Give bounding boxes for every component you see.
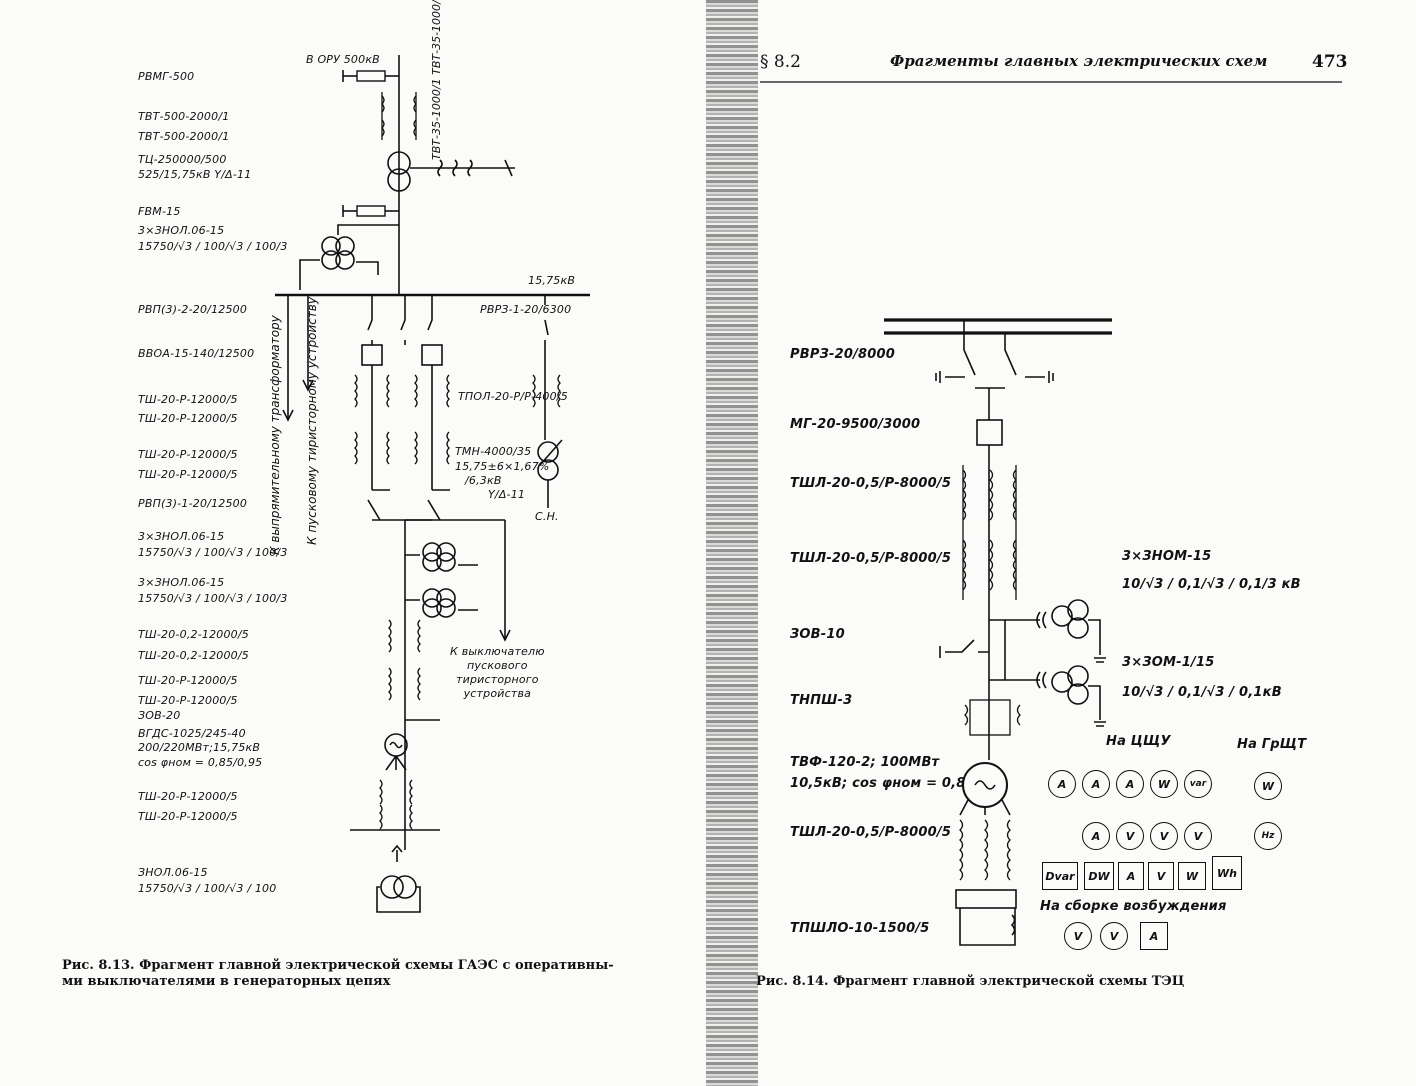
recorder-a: A [1118,862,1144,890]
label-tsh3: ТШ-20-Р-12000/5 [138,448,238,461]
label-fvm: FВМ-15 [138,205,181,218]
label-mg: МГ-20-9500/3000 [790,417,921,432]
label-tvf1: ТВФ-120-2; 100МВт [790,755,940,770]
label-tsh7: ТШ-20-Р-12000/5 [138,674,238,687]
label-tsh9: ТШ-20-Р-12000/5 [138,790,238,803]
recorder-dw: DW [1084,862,1114,890]
caption-fig-8-13: Рис. 8.13. Фрагмент главной электрическо… [62,958,614,989]
label-tsh5: ТШ-20-0,2-12000/5 [138,628,249,641]
label-znol4: ЗНОЛ.06-15 [138,866,208,879]
label-to-rectifier-transformer: К выпрямительному трансформатору [268,315,282,555]
label-zov10: ЗОВ-10 [790,627,845,642]
label-vgds2: 200/220МВт;15,75кВ [138,741,261,754]
label-znol1: 3×ЗНОЛ.06-15 [138,224,225,237]
label-tvt1: ТВТ-500-2000/1 [138,110,230,123]
label-zov20: ЗОВ-20 [138,709,181,722]
label-znol3-ratio: 15750/√3 / 100/√3 / 100/3 [138,592,288,605]
ammeter-excitation: A [1140,922,1168,950]
label-na-sborke: На сборке возбуждения [1040,899,1227,914]
label-tsh1: ТШ-20-Р-12000/5 [138,393,238,406]
voltmeter: V [1064,922,1092,950]
label-na-cshu: На ЦЩУ [1106,734,1171,749]
label-tnpsh: ТНПШ-3 [790,693,853,708]
voltmeter: V [1150,822,1178,850]
section-number: § 8.2 [760,52,801,72]
label-znol1-ratio: 15750/√3 / 100/√3 / 100/3 [138,240,288,253]
label-vgds3: cos φном = 0,85/0,95 [138,756,263,769]
label-tsh2: ТШ-20-Р-12000/5 [138,412,238,425]
label-tpol: ТПОЛ-20-Р/Р-400/5 [458,390,568,403]
label-sn: С.Н. [535,510,559,523]
wattmeter: W [1150,770,1178,798]
caption-fig-8-14: Рис. 8.14. Фрагмент главной электрическо… [756,974,1185,989]
voltmeter: V [1116,822,1144,850]
varmeter: var [1184,770,1212,798]
recorder-w: W [1178,862,1206,890]
book-gutter [706,0,758,1086]
label-vgds1: ВГДС-1025/245-40 [138,727,246,740]
label-znom: 3×ЗНОМ-15 [1122,549,1212,564]
label-k-vyklyuchatelyu: К выключателю пускового тиристорного уст… [450,645,545,700]
label-tmn2: 15,75±6×1,67% [455,460,550,473]
label-to-start-thyristor: К пусковому тиристорному устройству [305,297,319,545]
label-znom-ratio: 10/√3 / 0,1/√3 / 0,1/3 кВ [1122,577,1301,592]
ammeter: A [1116,770,1144,798]
label-zom: 3×ЗОМ-1/15 [1122,655,1215,670]
label-rvp1: РВП(3)-1-20/12500 [138,497,248,510]
label-oru: В ОРУ 500кВ [306,53,380,66]
ammeter: A [1048,770,1076,798]
label-znol2: 3×ЗНОЛ.06-15 [138,530,225,543]
label-znol3: 3×ЗНОЛ.06-15 [138,576,225,589]
grsht-wattmeter: W [1254,772,1282,800]
label-tsh4: ТШ-20-Р-12000/5 [138,468,238,481]
label-znol2-ratio: 15750/√3 / 100/√3 / 100/3 [138,546,288,559]
label-na-grsht: На ГрЩТ [1237,737,1307,752]
label-zom-ratio: 10/√3 / 0,1/√3 / 0,1кВ [1122,685,1282,700]
running-title: Фрагменты главных электрических схем [890,52,1268,70]
label-15-75kv: 15,75кВ [528,274,576,287]
page-number: 473 [1312,52,1348,72]
label-tmn1: ТМН-4000/35 [455,445,532,458]
label-rvp2: РВП(3)-2-20/12500 [138,303,248,316]
ammeter: A [1082,770,1110,798]
label-tvt-vertical: ТВТ-35-1000/1 ТВТ-35-1000/1 ЗОН-110М-II [430,0,443,160]
label-rvrz: РВРЗ-1-20/6300 [480,303,572,316]
label-tsh10: ТШ-20-Р-12000/5 [138,810,238,823]
label-tshl1: ТШЛ-20-0,5/Р-8000/5 [790,476,952,491]
label-rvrz-right: РВРЗ-20/8000 [790,347,896,362]
label-tsh6: ТШ-20-0,2-12000/5 [138,649,249,662]
label-tmn4: Y/Δ-11 [488,488,526,501]
recorder-v: V [1148,862,1174,890]
voltmeter: V [1184,822,1212,850]
recorder-dvar: Dvar [1042,862,1078,890]
ammeter: A [1082,822,1110,850]
label-tshl2: ТШЛ-20-0,5/Р-8000/5 [790,551,952,566]
label-vvoa: ВВОА-15-140/12500 [138,347,255,360]
label-tc2: 525/15,75кВ Y/Δ-11 [138,168,252,181]
label-tvf2: 10,5кВ; cos φном = 0,8 [790,776,966,791]
label-tshlo: ТПШЛО-10-1500/5 [790,921,930,936]
label-tvt2: ТВТ-500-2000/1 [138,130,230,143]
frequency-meter: Hz [1254,822,1282,850]
label-tmn3: /6,3кВ [465,474,502,487]
label-tshl3: ТШЛ-20-0,5/Р-8000/5 [790,825,952,840]
label-tc1: ТЦ-250000/500 [138,153,227,166]
recorder-wh: Wh [1212,856,1242,890]
label-znol4-ratio: 15750/√3 / 100/√3 / 100 [138,882,277,895]
label-rvmg: РВМГ-500 [138,70,195,83]
voltmeter: V [1100,922,1128,950]
label-tsh8: ТШ-20-Р-12000/5 [138,694,238,707]
